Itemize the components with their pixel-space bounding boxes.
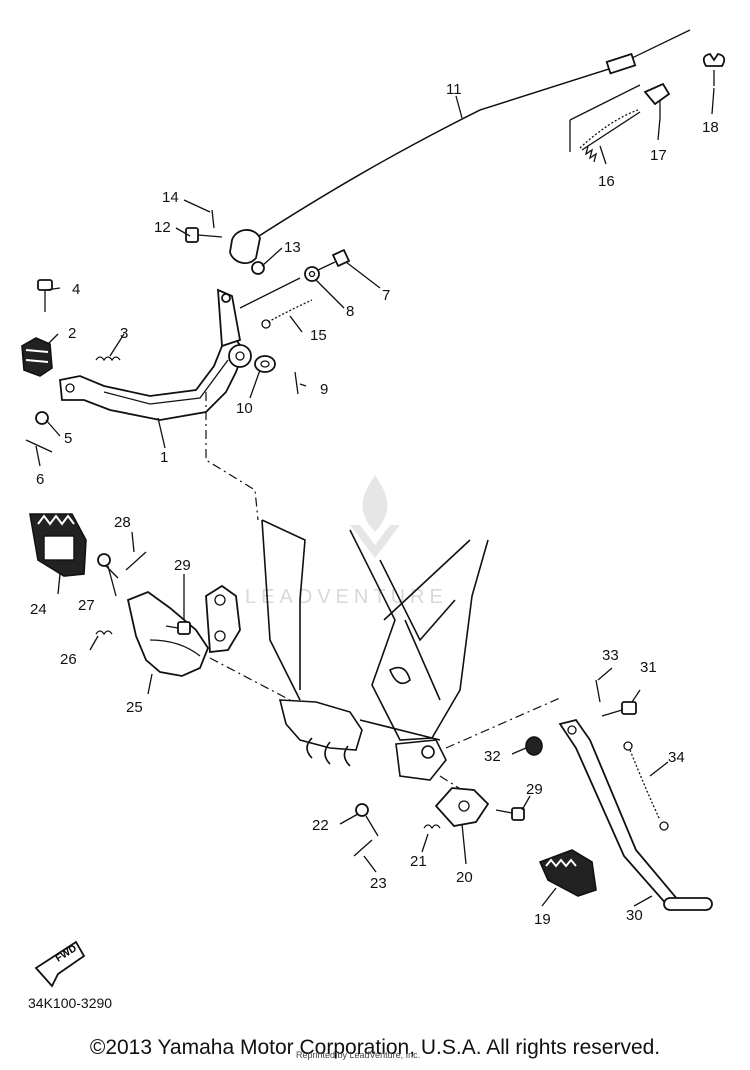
cotter-pin-33 bbox=[595, 679, 601, 703]
diagram-code: 34K100-3290 bbox=[28, 995, 113, 1011]
washer-13 bbox=[251, 261, 265, 275]
bolt-31 bbox=[601, 701, 637, 717]
callout-11: 11 bbox=[446, 81, 462, 98]
bracket-20 bbox=[434, 787, 490, 827]
nut-5 bbox=[35, 411, 49, 425]
cotter-pin-14 bbox=[211, 209, 215, 229]
spring-3 bbox=[95, 356, 121, 362]
watermark-text: LEADVENTURE bbox=[245, 586, 448, 608]
callout-18: 18 bbox=[702, 119, 719, 136]
callout-31: 31 bbox=[640, 659, 657, 676]
spring-34 bbox=[623, 741, 669, 831]
pedal-tip-2 bbox=[21, 337, 53, 377]
washer-10 bbox=[254, 355, 276, 373]
bolt-4 bbox=[37, 279, 53, 312]
callout-25: 25 bbox=[126, 699, 143, 716]
spring-16 bbox=[579, 109, 641, 163]
callout-5: 5 bbox=[64, 430, 72, 447]
pin-27 bbox=[97, 553, 119, 579]
callout-17: 17 bbox=[650, 147, 667, 164]
cotter-pin-23 bbox=[353, 839, 373, 857]
copyright-notice: ©2013 Yamaha Motor Corporation, U.S.A. A… bbox=[89, 1036, 661, 1059]
callout-29-lower: 29 bbox=[526, 781, 543, 798]
brake-rod-11 bbox=[229, 29, 691, 265]
callout-1: 1 bbox=[160, 449, 168, 466]
leader-lines bbox=[35, 87, 715, 907]
clip-17 bbox=[643, 82, 671, 118]
footpeg-19 bbox=[538, 849, 597, 897]
callout-8: 8 bbox=[346, 303, 354, 320]
callout-32: 32 bbox=[484, 748, 501, 765]
callout-33: 33 bbox=[602, 647, 619, 664]
callout-34: 34 bbox=[668, 749, 685, 766]
callout-20: 20 bbox=[456, 869, 473, 886]
callout-9: 9 bbox=[320, 381, 328, 398]
callout-16: 16 bbox=[598, 173, 615, 190]
callout-13: 13 bbox=[284, 239, 301, 256]
brake-pedal-1 bbox=[59, 288, 252, 421]
cotter-pin-6 bbox=[25, 439, 53, 453]
pin-9 bbox=[294, 371, 299, 395]
bolt-12 bbox=[185, 227, 223, 243]
callout-6: 6 bbox=[36, 471, 44, 488]
spring-15 bbox=[261, 299, 313, 329]
callout-22: 22 bbox=[312, 817, 329, 834]
spring-26 bbox=[95, 630, 113, 636]
collar-32 bbox=[525, 736, 543, 756]
bolt-29-upper bbox=[165, 621, 191, 635]
wing-nut-18 bbox=[702, 52, 726, 86]
fwd-arrow-icon: FWD bbox=[34, 940, 86, 988]
exploded-parts-diagram: FWD bbox=[21, 29, 726, 988]
pin-22 bbox=[355, 803, 379, 837]
footrest-bracket-25 bbox=[126, 584, 241, 677]
callout-19: 19 bbox=[534, 911, 551, 928]
reprint-note: Reprinted by LeadVenture, Inc. bbox=[296, 1050, 421, 1060]
watermark-logo bbox=[350, 475, 400, 558]
callout-21: 21 bbox=[410, 853, 427, 870]
callout-14: 14 bbox=[162, 189, 179, 206]
callout-28: 28 bbox=[114, 514, 131, 531]
cotter-pin-28 bbox=[125, 551, 147, 571]
callout-2: 2 bbox=[68, 325, 76, 342]
callout-labels: 1 2 3 4 5 6 7 8 9 10 11 12 13 14 15 16 1… bbox=[30, 81, 719, 928]
spring-21 bbox=[423, 824, 441, 830]
nut-8 bbox=[304, 266, 320, 282]
bolt-29-lower bbox=[495, 807, 525, 821]
callout-3: 3 bbox=[120, 325, 128, 342]
footpeg-24 bbox=[29, 513, 87, 577]
callout-27: 27 bbox=[78, 597, 95, 614]
callout-29-upper: 29 bbox=[174, 557, 191, 574]
callout-26: 26 bbox=[60, 651, 77, 668]
callout-7: 7 bbox=[382, 287, 390, 304]
callout-30: 30 bbox=[626, 907, 643, 924]
callout-12: 12 bbox=[154, 219, 171, 236]
callout-15: 15 bbox=[310, 327, 327, 344]
callout-10: 10 bbox=[236, 400, 253, 417]
callout-23: 23 bbox=[370, 875, 387, 892]
bolt-7 bbox=[317, 248, 351, 271]
frame-outline bbox=[261, 519, 489, 781]
callout-24: 24 bbox=[30, 601, 47, 618]
sidestand-30 bbox=[558, 718, 713, 911]
callout-4: 4 bbox=[72, 281, 80, 298]
